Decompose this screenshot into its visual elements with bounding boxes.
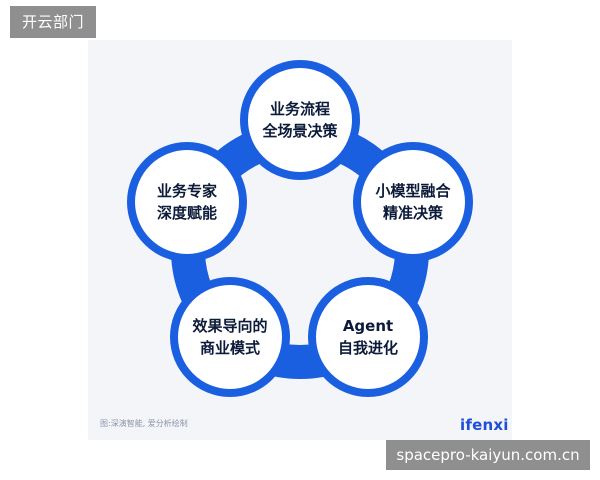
node-bottom-left-line1: 效果导向的 [192,317,268,335]
node-left-line1: 业务专家 [156,182,217,200]
node-bottom-right-circle [316,285,420,389]
node-right-line1: 小模型融合 [375,182,451,200]
node-bottom-right-line2: 自我进化 [337,339,398,357]
node-left-line2: 深度赋能 [156,204,217,222]
node-left-circle [135,150,239,254]
node-top-label: 业务流程 全场景决策 [240,98,360,142]
node-bottom-left-circle [178,285,282,389]
top-tag: 开云部门 [10,6,97,38]
node-bottom-left-line2: 商业模式 [199,339,260,357]
node-left-label: 业务专家 深度赋能 [127,180,247,224]
brand-logo: ifenxi [460,416,509,434]
node-right-circle [361,150,465,254]
node-top-line1: 业务流程 [269,100,330,118]
node-right-label: 小模型融合 精准决策 [353,180,473,224]
site-watermark: spacepro-kaiyun.com.cn [386,440,590,470]
figure-credit: 图:深演智能, 爱分析绘制 [100,419,188,428]
node-top-line2: 全场景决策 [262,122,338,140]
node-right-line2: 精准决策 [382,204,443,222]
node-top-circle [248,68,352,172]
node-bottom-right-line1: Agent [342,317,394,335]
node-bottom-right-label: Agent 自我进化 [308,315,428,359]
node-bottom-left-label: 效果导向的 商业模式 [170,315,290,359]
